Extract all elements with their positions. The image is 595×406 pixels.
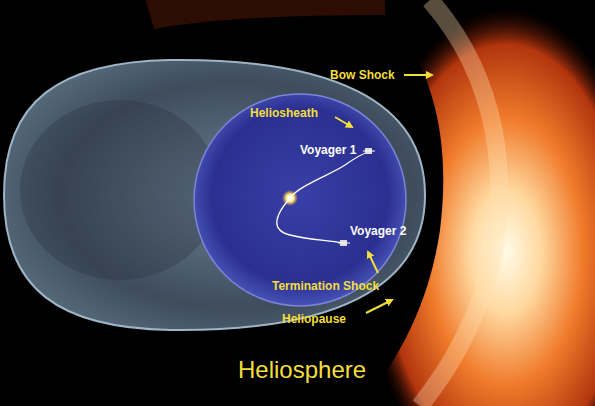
termination-shock-label: Termination Shock	[272, 279, 379, 293]
voyager-label: Voyager 2	[350, 224, 406, 238]
bow-shock-glow	[420, 0, 499, 406]
bow-shock-top	[150, 0, 385, 15]
voyager-1-craft	[363, 148, 375, 154]
leader-arrow	[368, 252, 378, 273]
leader-arrow	[335, 117, 352, 127]
voyager-label: Voyager 1	[300, 143, 356, 157]
heliotail-shade	[20, 100, 220, 280]
heliosheath	[4, 60, 425, 330]
heliosheath-label: Heliosheath	[250, 106, 318, 120]
voyager-2-trajectory	[277, 198, 343, 243]
termination-shock	[194, 94, 406, 306]
diagram-title: Heliosphere	[238, 356, 366, 384]
leader-arrow	[404, 74, 432, 76]
leader-arrow	[366, 300, 392, 313]
voyager-1-trajectory	[290, 152, 368, 198]
voyager-2-craft	[338, 240, 350, 246]
bow-shock-label: Bow Shock	[330, 68, 395, 82]
heliopause-label: Heliopause	[282, 312, 346, 326]
